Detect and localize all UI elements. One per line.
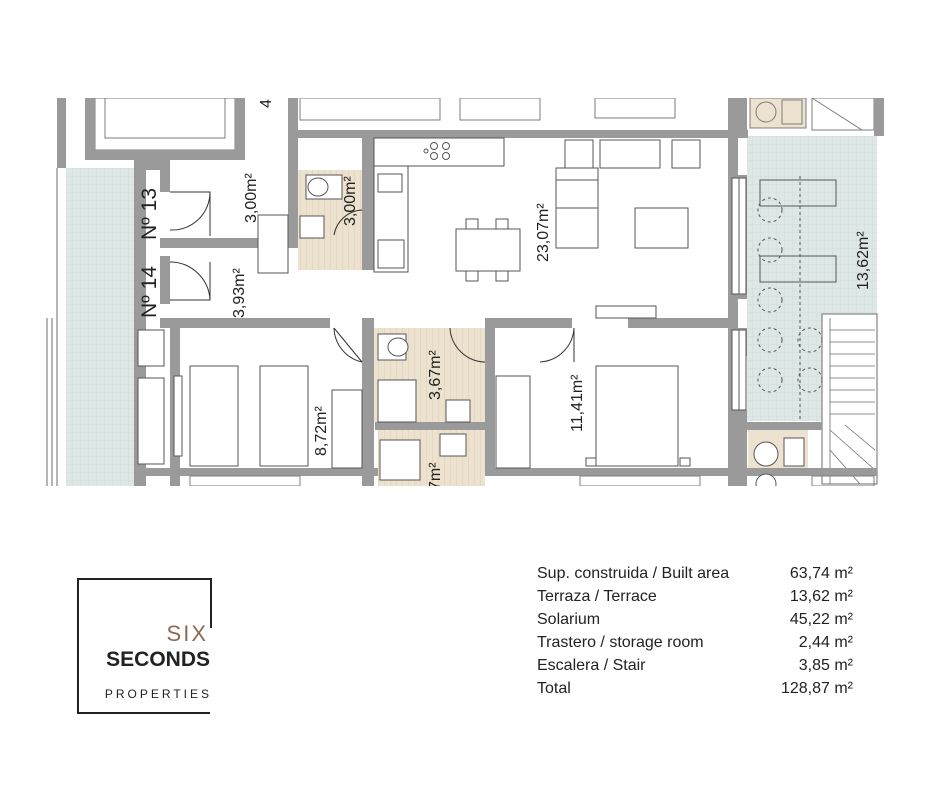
area-row-label: Solarium (537, 611, 601, 628)
area-label-terrace: 13,62m² (855, 231, 872, 290)
area-row: Solarium 45,22 m² (537, 608, 853, 631)
area-label-bedroom-twin: 8,72m² (313, 406, 330, 456)
area-row-label: Sup. construida / Built area (537, 565, 730, 582)
kitchen (373, 137, 505, 273)
area-row: Sup. construida / Built area 63,74 m² (537, 562, 853, 585)
logo-frame-left (77, 578, 79, 712)
area-row: Escalera / Stair 3,85 m² (537, 654, 853, 677)
area-label-hall-lower: 3,93m² (231, 268, 248, 318)
logo-properties: PROPERTIES (104, 687, 212, 701)
corner-digit: 4 (258, 99, 275, 108)
area-label-lower-cut: 7m² (427, 462, 444, 490)
windows (173, 177, 747, 457)
right-terrace (747, 136, 878, 485)
area-row-label: Escalera / Stair (537, 657, 646, 674)
sunbed (757, 176, 837, 420)
area-row-value: 45,22 m² (789, 611, 853, 628)
area-row-value: 3,85 m² (798, 657, 853, 674)
area-label-bedroom-main: 11,41m² (569, 374, 586, 432)
logo-frame-top (77, 578, 210, 580)
area-row-label: Total (537, 680, 571, 697)
area-row-value: 63,74 m² (789, 565, 853, 582)
area-row-label: Trastero / storage room (537, 634, 704, 651)
doors (169, 191, 575, 363)
area-row-value: 13,62 m² (789, 588, 853, 605)
stair (829, 318, 876, 485)
logo-six: SIX (166, 621, 208, 646)
logo-seconds: SECONDS (106, 648, 210, 671)
area-row-label: Terraza / Terrace (537, 588, 657, 605)
area-row-value: 128,87 m² (780, 680, 853, 697)
living-furniture (455, 139, 701, 319)
logo-frame-bottom (77, 712, 210, 714)
bedroom-furniture (137, 214, 691, 469)
area-label-hall-upper: 3,00m² (243, 173, 260, 223)
area-summary-table: Sup. construida / Built area 63,74 m² Terr… (537, 562, 853, 700)
area-label-bath-small: 3,00m² (342, 176, 359, 226)
left-balcony (46, 168, 134, 486)
bath-fixtures (299, 174, 471, 481)
unit-number-13: Nº 13 (138, 188, 161, 240)
area-row-value: 2,44 m² (798, 634, 853, 651)
area-row: Terraza / Terrace 13,62 m² (537, 585, 853, 608)
six-seconds-logo: SIX SECONDS PROPERTIES (77, 578, 212, 714)
unit-number-14: Nº 14 (138, 266, 161, 318)
area-row: Trastero / storage room 2,44 m² (537, 631, 853, 654)
logo-frame-right (210, 578, 212, 628)
floor-plan: Nº 13 Nº 14 4 3,00m² 3,00m² 23,07m² 3,93… (46, 97, 884, 495)
area-label-living-kitchen: 23,07m² (535, 203, 552, 262)
area-row: Total 128,87 m² (537, 677, 853, 700)
area-label-bathroom: 3,67m² (427, 350, 444, 400)
